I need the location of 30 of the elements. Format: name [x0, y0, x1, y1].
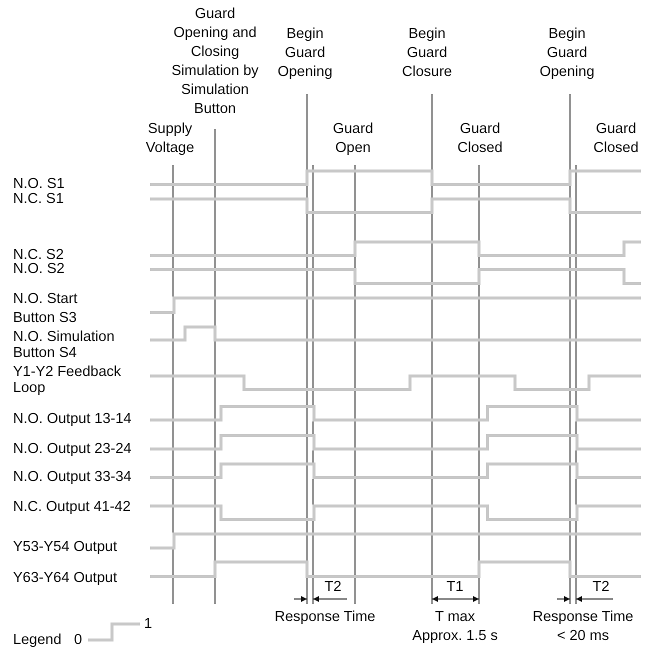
- event-label: Begin Guard Opening: [538, 25, 596, 82]
- signal-label: N.O. Output 33-34: [13, 469, 132, 486]
- signal-label: Y1-Y2 Feedback Loop: [13, 364, 122, 396]
- timing-note: T max Approx. 1.5 s: [411, 608, 499, 646]
- signal-label: N.O. S2: [13, 261, 66, 278]
- signal-label: N.C. Output 41-42: [13, 498, 132, 516]
- legend-title: Legend: [13, 632, 62, 648]
- signal-label: N.C. S2: [13, 247, 65, 263]
- signal-label: N.O. Start Button S3: [13, 290, 78, 328]
- signal-label: N.C. S1: [13, 191, 65, 208]
- state-label: Guard Closed: [456, 120, 504, 158]
- timing-note: Response Time < 20 ms: [532, 608, 634, 646]
- signal-label: N.O. Output 13-14: [13, 410, 132, 428]
- state-label: Guard Open: [332, 120, 374, 158]
- signal-label: N.O. Output 23-24: [13, 440, 132, 458]
- level-value: 1: [144, 616, 154, 632]
- signal-label: Y53-Y54 Output: [13, 538, 118, 556]
- time-label: T2: [324, 579, 342, 596]
- event-label: Guard Opening and Closing Simulation by Simulation Button: [171, 5, 259, 119]
- event-label: Begin Guard Closure: [401, 25, 453, 82]
- event-label: Supply Voltage: [144, 120, 196, 158]
- signal-label: Y63-Y64 Output: [13, 570, 118, 586]
- timing-note: Response Time: [274, 608, 376, 626]
- state-label: Guard Closed: [592, 120, 640, 158]
- signal-label: N.O. Simulation Button S4: [13, 328, 116, 360]
- time-label: T2: [592, 579, 610, 596]
- time-label: T1: [446, 579, 464, 596]
- level-value: 0: [74, 632, 84, 648]
- event-label: Begin Guard Opening: [276, 25, 334, 82]
- signal-label: N.O. S1: [13, 176, 66, 192]
